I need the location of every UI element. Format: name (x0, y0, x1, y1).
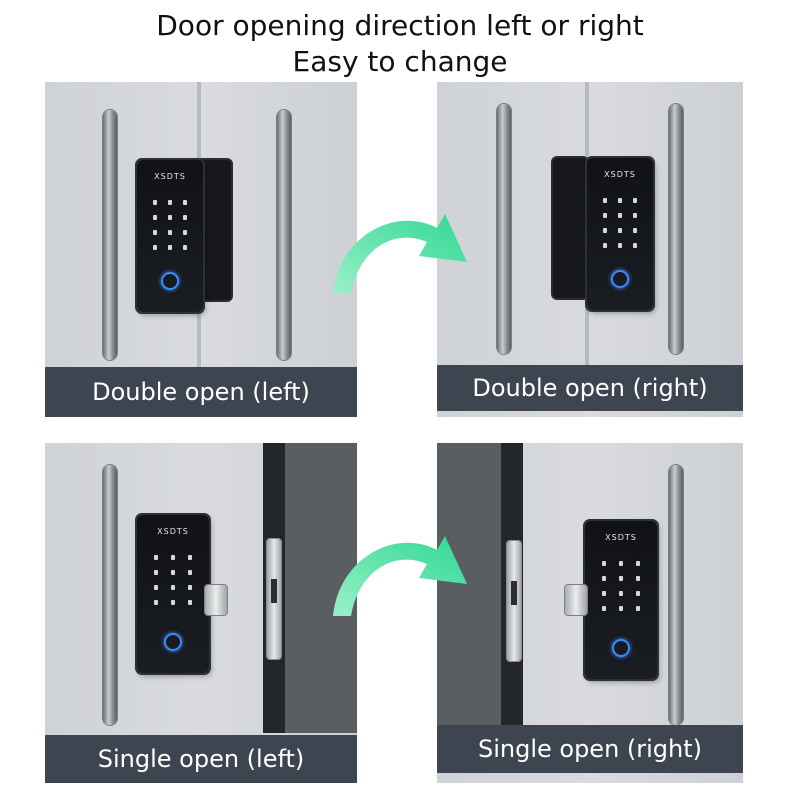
fingerprint-icon (161, 272, 179, 290)
smart-lock-body: XSDTS (587, 158, 653, 310)
fingerprint-icon (164, 633, 182, 651)
smart-lock-body: XSDTS (137, 515, 209, 673)
lock-brand-label: XSDTS (604, 170, 636, 179)
curved-arrow-icon (333, 214, 467, 294)
smart-lock-body: XSDTS (585, 521, 657, 679)
door-handle (103, 465, 117, 725)
keypad (147, 200, 193, 250)
door-handle-right (277, 110, 291, 360)
strike-plate (267, 539, 281, 659)
door-handle-left (497, 104, 511, 354)
strike-plate (507, 541, 521, 661)
panel-caption: Double open (right) (437, 365, 743, 411)
door-frame-grey (437, 443, 501, 733)
door-handle-right (669, 104, 683, 354)
lock-brand-label: XSDTS (157, 527, 189, 536)
fingerprint-icon (611, 270, 629, 288)
headline-line-2: Easy to change (292, 45, 508, 78)
keypad (597, 198, 643, 248)
curved-arrow-icon (333, 536, 467, 616)
keypad (595, 561, 647, 611)
panel-single-open-left: XSDTS Single open (left) (45, 443, 357, 783)
smart-lock-body: XSDTS (137, 160, 203, 312)
panel-caption: Double open (left) (45, 367, 357, 417)
lock-brand-label: XSDTS (154, 172, 186, 181)
fingerprint-icon (612, 639, 630, 657)
panel-caption: Single open (left) (45, 735, 357, 783)
lock-cover-plate (553, 158, 587, 298)
latch-bracket (565, 585, 587, 615)
lock-brand-label: XSDTS (605, 533, 637, 542)
door-handle (669, 465, 683, 725)
door-handle-left (103, 110, 117, 360)
panel-single-open-right: XSDTS Single open (right) (437, 443, 743, 783)
headline-line-1: Door opening direction left or right (156, 9, 644, 42)
panel-double-open-left: XSDTS Double open (left) (45, 82, 357, 417)
keypad (147, 555, 199, 605)
latch-bracket (205, 585, 227, 615)
panel-caption: Single open (right) (437, 725, 743, 773)
panel-double-open-right: XSDTS Double open (right) (437, 82, 743, 417)
